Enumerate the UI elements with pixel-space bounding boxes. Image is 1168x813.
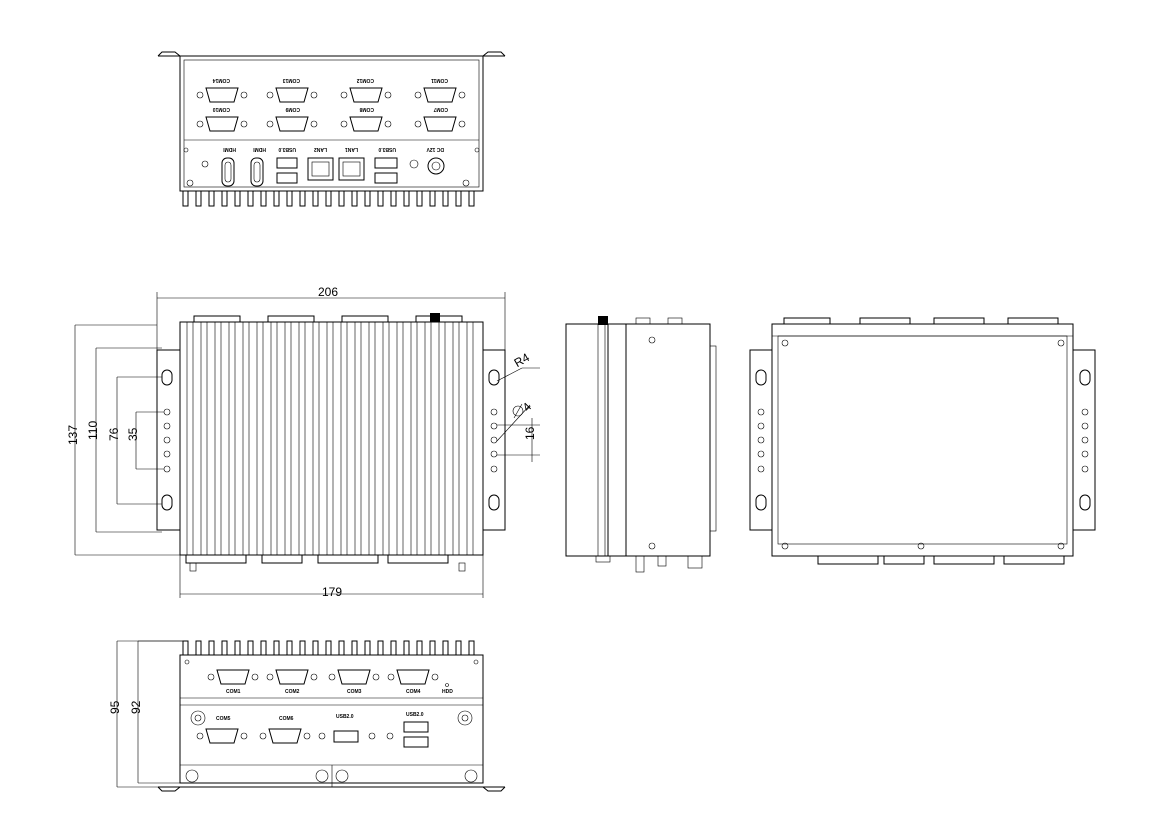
rear-label-com9: COM9 <box>285 106 300 112</box>
front-com-bottom <box>196 728 311 744</box>
front-label-usb-a: USB2.0 <box>336 714 354 720</box>
front-view: COM1 COM2 COM3 COM4 HDD COM5 COM6 USB2.0… <box>108 640 506 792</box>
rear-label-usb-b: USB3.0 <box>278 146 296 152</box>
side-view <box>565 316 717 573</box>
dim-hole-pitch: 16 <box>523 426 537 440</box>
rear-label-com8: COM8 <box>359 106 374 112</box>
rear-com-ports <box>196 87 466 132</box>
rear-label-lan2: LAN2 <box>314 146 327 152</box>
bottom-view <box>749 317 1096 565</box>
front-label-usb-b: USB2.0 <box>406 712 424 718</box>
dim-front-body-height: 92 <box>129 700 143 714</box>
rear-label-hdmi-b: HDMI <box>223 146 236 152</box>
front-label-hdd: HDD <box>442 689 453 695</box>
rear-fins <box>182 191 475 207</box>
front-fins <box>182 640 475 655</box>
top-fins <box>186 322 474 555</box>
top-view: 206 137 <box>66 285 540 599</box>
front-label-com4: COM4 <box>406 689 421 695</box>
dim-overall-height: 137 <box>66 425 80 445</box>
rear-view: COM14 COM13 COM12 COM11 COM10 COM9 COM8 … <box>157 51 506 207</box>
rear-label-lan1: LAN1 <box>345 146 358 152</box>
front-label-com1: COM1 <box>226 689 241 695</box>
front-com-top <box>207 669 439 685</box>
front-label-com2: COM2 <box>285 689 300 695</box>
rear-label-dc12v: DC 12V <box>426 146 444 152</box>
rear-labels: COM14 COM13 COM12 COM11 COM10 COM9 COM8 … <box>213 77 448 152</box>
rear-io-ports <box>183 147 480 187</box>
dim-body-width: 179 <box>322 585 342 599</box>
rear-label-com11: COM11 <box>431 77 448 83</box>
dim-overall-width: 206 <box>318 285 338 299</box>
rear-label-com14: COM14 <box>213 77 230 83</box>
dim-hole-span-outer: 76 <box>107 427 121 441</box>
dim-slot-spacing: 110 <box>86 421 100 440</box>
front-label-com6: COM6 <box>279 716 294 722</box>
dim-corner-radius: R4 <box>512 350 533 370</box>
rear-label-com13: COM13 <box>283 77 300 83</box>
rear-label-com10: COM10 <box>213 106 230 112</box>
dim-hole-diameter: 4 <box>520 400 535 415</box>
rear-label-usb-a: USB3.0 <box>378 146 396 152</box>
front-label-com3: COM3 <box>347 689 362 695</box>
dim-front-total-height: 95 <box>108 700 122 714</box>
dim-hole-span-inner: 35 <box>126 427 140 441</box>
rear-label-com12: COM12 <box>357 77 374 83</box>
front-label-com5: COM5 <box>216 716 231 722</box>
rear-label-com7: COM7 <box>433 106 448 112</box>
rear-label-hdmi-a: HDMI <box>253 146 266 152</box>
